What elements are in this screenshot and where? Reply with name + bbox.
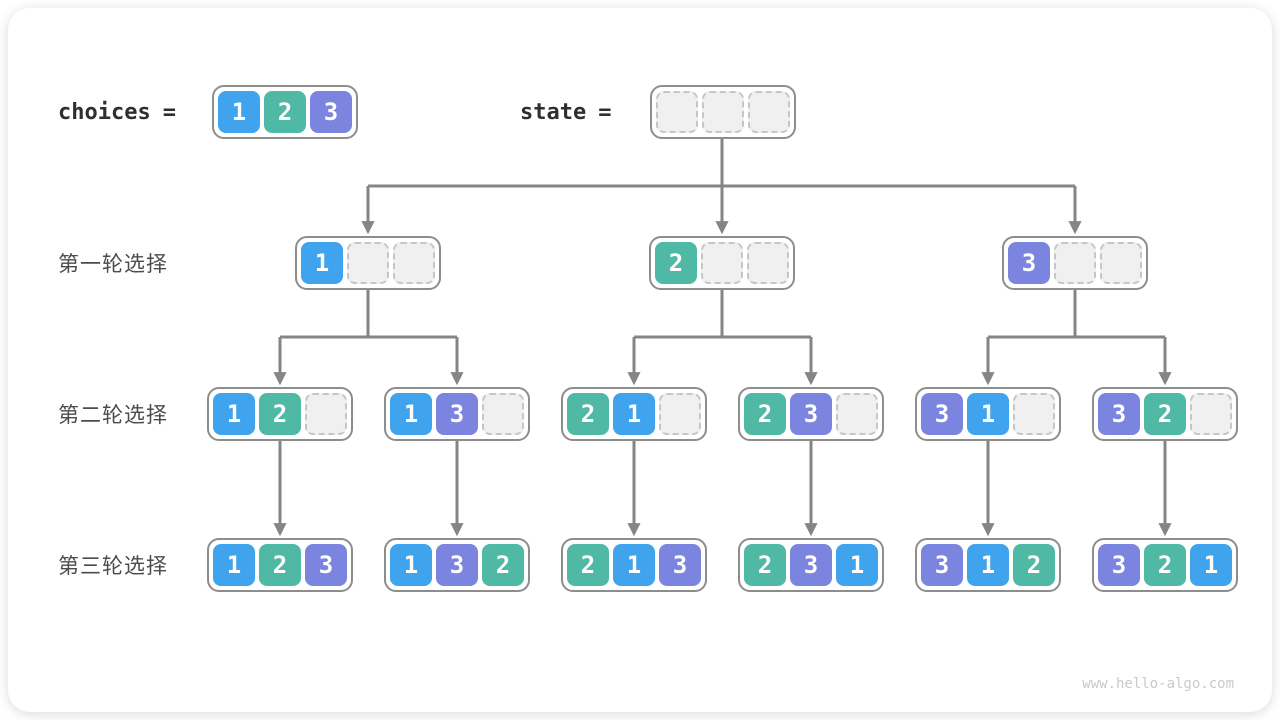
- equals-sign: =: [598, 99, 612, 125]
- empty-slot: [482, 393, 524, 435]
- round-2-label: 第二轮选择: [58, 404, 168, 427]
- value-cell: 1: [213, 544, 255, 586]
- empty-slot: [1100, 242, 1142, 284]
- equals-sign: =: [162, 99, 176, 125]
- empty-slot: [656, 91, 698, 133]
- value-cell: 3: [790, 544, 832, 586]
- value-cell: 1: [967, 544, 1009, 586]
- empty-slot: [701, 242, 743, 284]
- value-cell: 2: [567, 393, 609, 435]
- value-cell: 3: [305, 544, 347, 586]
- value-cell: 3: [921, 393, 963, 435]
- value-cell: 1: [301, 242, 343, 284]
- empty-slot: [1054, 242, 1096, 284]
- value-cell: 3: [659, 544, 701, 586]
- value-cell: 1: [218, 91, 260, 133]
- round-1-label: 第一轮选择: [58, 253, 168, 276]
- value-cell: 2: [1144, 544, 1186, 586]
- value-cell: 3: [921, 544, 963, 586]
- value-cell: 2: [264, 91, 306, 133]
- value-cell: 1: [390, 544, 432, 586]
- value-cell: 1: [1190, 544, 1232, 586]
- value-cell: 2: [567, 544, 609, 586]
- value-cell: 2: [259, 544, 301, 586]
- empty-slot: [1013, 393, 1055, 435]
- value-cell: 1: [390, 393, 432, 435]
- state-caption: state =: [520, 85, 611, 139]
- state-node-r1-3: 3: [1002, 236, 1148, 290]
- empty-slot: [393, 242, 435, 284]
- value-cell: 2: [744, 393, 786, 435]
- value-cell: 3: [436, 544, 478, 586]
- value-cell: 2: [744, 544, 786, 586]
- empty-slot: [1190, 393, 1232, 435]
- value-cell: 1: [613, 544, 655, 586]
- value-cell: 3: [1098, 544, 1140, 586]
- empty-slot: [748, 91, 790, 133]
- watermark-url: www.hello-algo.com: [1082, 676, 1234, 692]
- state-array: [650, 85, 796, 139]
- value-cell: 3: [1008, 242, 1050, 284]
- value-cell: 3: [790, 393, 832, 435]
- value-cell: 2: [482, 544, 524, 586]
- empty-slot: [305, 393, 347, 435]
- value-cell: 1: [613, 393, 655, 435]
- empty-slot: [347, 242, 389, 284]
- value-cell: 3: [1098, 393, 1140, 435]
- state-label: state: [520, 99, 587, 125]
- state-node-r1-1: 1: [295, 236, 441, 290]
- value-cell: 1: [213, 393, 255, 435]
- round-3-label: 第三轮选择: [58, 555, 168, 578]
- value-cell: 2: [259, 393, 301, 435]
- choices-label: choices: [58, 99, 151, 125]
- empty-slot: [836, 393, 878, 435]
- value-cell: 1: [967, 393, 1009, 435]
- value-cell: 3: [436, 393, 478, 435]
- empty-slot: [747, 242, 789, 284]
- value-cell: 3: [310, 91, 352, 133]
- state-node-r1-2: 2: [649, 236, 795, 290]
- choices-caption: choices =: [58, 85, 176, 139]
- value-cell: 2: [655, 242, 697, 284]
- empty-slot: [702, 91, 744, 133]
- value-cell: 2: [1013, 544, 1055, 586]
- value-cell: 1: [836, 544, 878, 586]
- empty-slot: [659, 393, 701, 435]
- value-cell: 2: [1144, 393, 1186, 435]
